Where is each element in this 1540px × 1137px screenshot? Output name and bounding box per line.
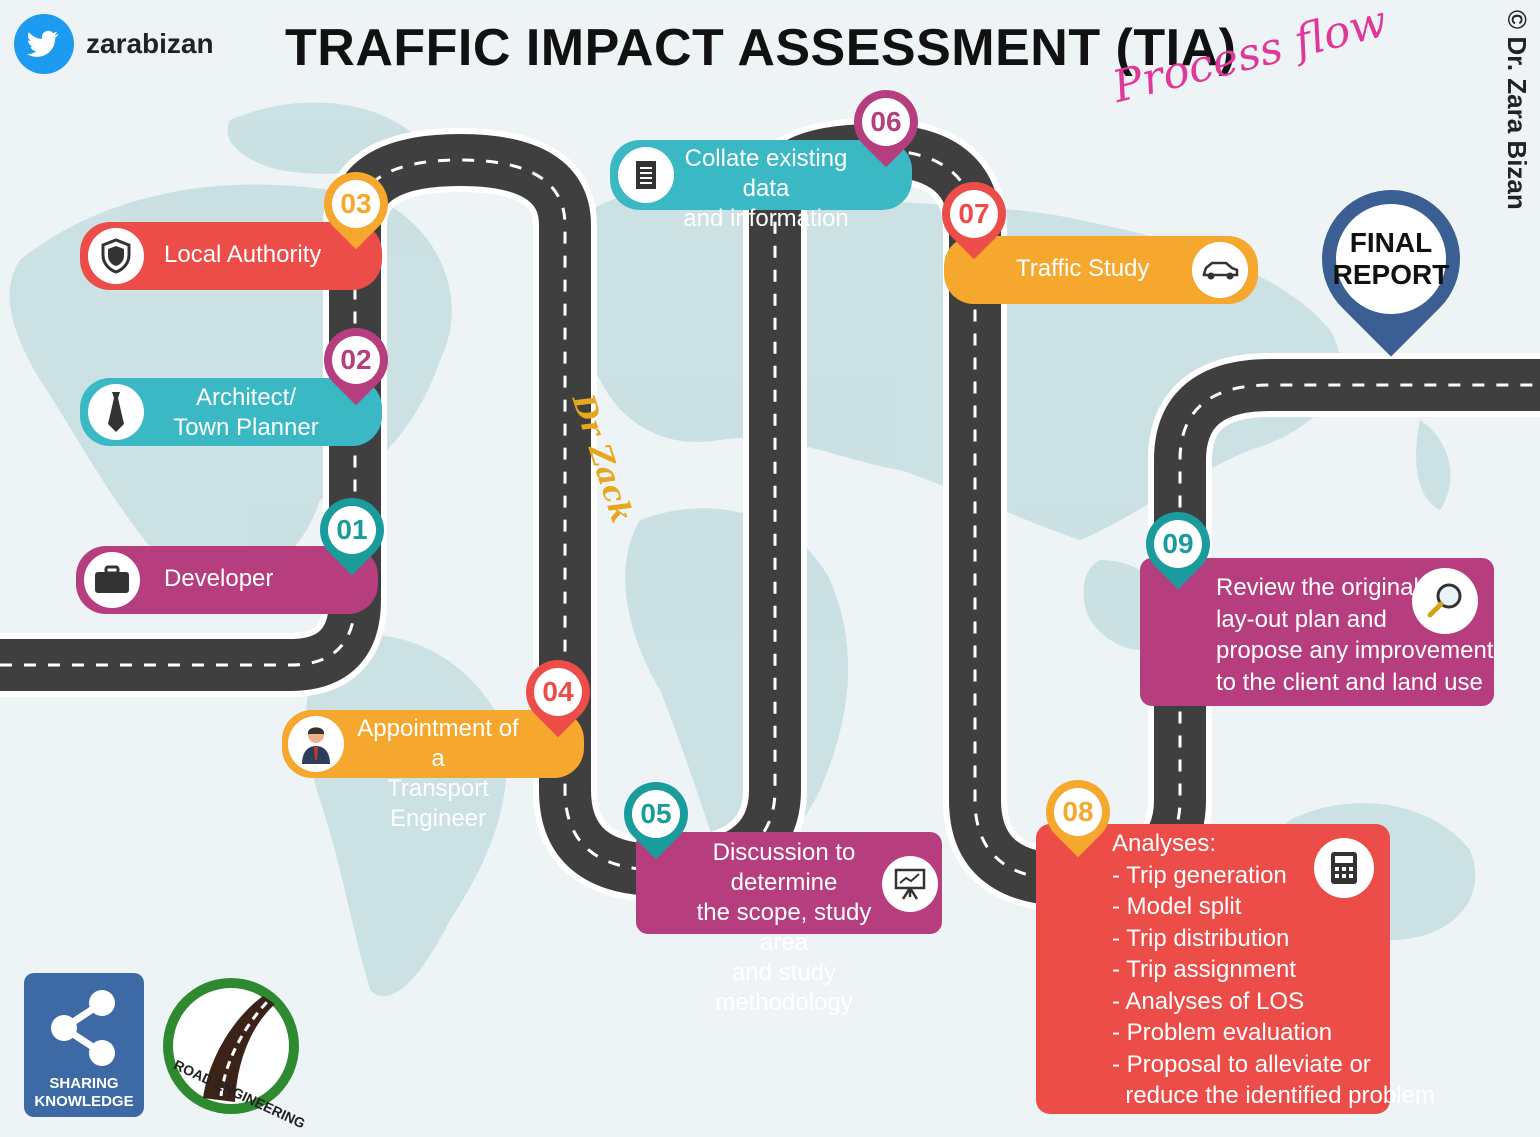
final-report-label: FINAL REPORT xyxy=(1333,204,1449,314)
twitter-icon xyxy=(14,14,74,74)
step-card-08: Analyses: - Trip generation - Model spli… xyxy=(1036,824,1435,1114)
step-number-03: 03 xyxy=(332,180,380,228)
car-icon xyxy=(1192,242,1248,298)
step-label-03: Local Authority xyxy=(164,241,322,268)
step-label-01: Developer xyxy=(164,565,274,592)
author-text: © Dr. Zara Bizan xyxy=(1502,10,1532,210)
step-number-02: 02 xyxy=(332,336,380,384)
step-number-04: 04 xyxy=(534,668,582,716)
step-label-04: Appointment of a Transport Engineer xyxy=(357,715,519,832)
step-card-01: Developer xyxy=(76,546,378,614)
step-card-03: Local Authority xyxy=(80,222,382,290)
step-label-08: Analyses: - Trip generation - Model spli… xyxy=(1112,830,1435,1109)
presentation-icon xyxy=(882,856,938,912)
step-card-07: Traffic Study xyxy=(944,236,1258,304)
step-card-02: Architect/ Town Planner xyxy=(80,378,382,446)
step-label-06: Collate existing data and information xyxy=(683,145,849,232)
document-icon xyxy=(618,147,674,203)
shield-icon xyxy=(88,228,144,284)
step-card-09: Review the original lay-out plan and pro… xyxy=(1140,558,1494,706)
step-number-06: 06 xyxy=(862,98,910,146)
final-line-2: REPORT xyxy=(1332,259,1450,290)
step-label-05: Discussion to determine the scope, study… xyxy=(696,839,872,1016)
step-label-07: Traffic Study xyxy=(1016,255,1150,282)
road-engineering-logo xyxy=(163,978,299,1114)
step-number-08: 08 xyxy=(1054,788,1102,836)
step-label-09: Review the original lay-out plan and pro… xyxy=(1216,574,1494,696)
step-card-04: Appointment of a Transport Engineer xyxy=(282,710,584,832)
step-number-07: 07 xyxy=(950,190,998,238)
author-credit: © Dr. Zara Bizan xyxy=(1498,10,1532,210)
share-line-1: SHARING xyxy=(49,1075,119,1092)
briefcase-icon xyxy=(84,552,140,608)
step-number-01: 01 xyxy=(328,506,376,554)
twitter-handle[interactable]: zarabizan xyxy=(86,28,214,59)
step-label-02: Architect/ Town Planner xyxy=(173,384,319,441)
step-number-09: 09 xyxy=(1154,520,1202,568)
step-card-06: Collate existing data and information xyxy=(610,140,912,232)
final-line-1: FINAL xyxy=(1349,227,1433,258)
share-icon xyxy=(51,990,115,1066)
engineer-icon xyxy=(288,716,344,772)
magnifier-icon xyxy=(1412,568,1478,634)
necktie-icon xyxy=(88,384,144,440)
page-title: TRAFFIC IMPACT ASSESSMENT (TIA) xyxy=(285,19,1237,77)
step-card-05: Discussion to determine the scope, study… xyxy=(636,832,942,1016)
calculator-icon xyxy=(1314,838,1374,898)
step-number-05: 05 xyxy=(632,790,680,838)
share-line-2: KNOWLEDGE xyxy=(34,1093,134,1110)
